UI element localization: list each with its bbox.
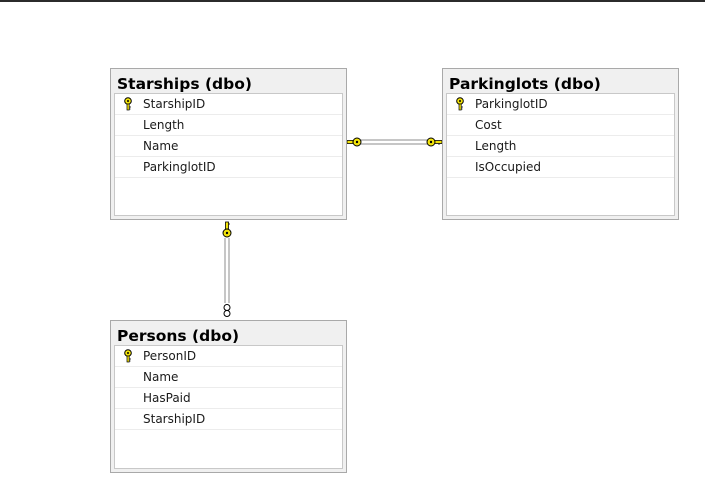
column-row[interactable]: StarshipID (115, 409, 342, 430)
column-grid: PersonID Name HasPaid StarshipID (114, 345, 343, 469)
key-icon (222, 221, 232, 238)
column-row[interactable]: StarshipID (115, 94, 342, 115)
infinity-icon (223, 304, 231, 317)
column-name: StarshipID (143, 412, 206, 426)
column-row[interactable]: Name (115, 367, 342, 388)
column-name: PersonID (143, 349, 197, 363)
column-name: Name (143, 139, 179, 153)
column-row[interactable]: HasPaid (115, 388, 342, 409)
column-name: Name (143, 370, 179, 384)
column-name: HasPaid (143, 391, 191, 405)
key-icon (426, 137, 443, 147)
column-row[interactable]: IsOccupied (447, 157, 674, 178)
table-starships[interactable]: Starships (dbo) StarshipID Length Name P… (110, 68, 347, 220)
column-row[interactable]: Length (115, 115, 342, 136)
primary-key-icon (115, 346, 140, 366)
column-row[interactable]: Name (115, 136, 342, 157)
column-grid: StarshipID Length Name ParkinglotID (114, 93, 343, 216)
top-border (0, 0, 705, 2)
column-name: Cost (475, 118, 502, 132)
column-name: Length (475, 139, 517, 153)
column-row[interactable]: Length (447, 136, 674, 157)
column-name: ParkinglotID (475, 97, 548, 111)
relationship-starships-parkinglots[interactable] (346, 137, 443, 147)
column-row[interactable]: ParkinglotID (447, 94, 674, 115)
column-grid: ParkinglotID Cost Length IsOccupied (446, 93, 675, 216)
table-parkinglots[interactable]: Parkinglots (dbo) ParkinglotID Cost Leng… (442, 68, 679, 220)
table-title: Persons (dbo) (117, 327, 240, 345)
column-name: IsOccupied (475, 160, 541, 174)
table-title: Parkinglots (dbo) (449, 75, 601, 93)
relationship-starships-persons[interactable] (222, 221, 232, 317)
primary-key-icon (115, 94, 140, 114)
column-name: Length (143, 118, 185, 132)
column-row[interactable]: Cost (447, 115, 674, 136)
key-icon (346, 137, 362, 147)
table-title: Starships (dbo) (117, 75, 252, 93)
column-row[interactable]: ParkinglotID (115, 157, 342, 178)
column-name: ParkinglotID (143, 160, 216, 174)
column-row[interactable]: PersonID (115, 346, 342, 367)
primary-key-icon (447, 94, 472, 114)
table-persons[interactable]: Persons (dbo) PersonID Name HasPaid Star… (110, 320, 347, 473)
column-name: StarshipID (143, 97, 206, 111)
